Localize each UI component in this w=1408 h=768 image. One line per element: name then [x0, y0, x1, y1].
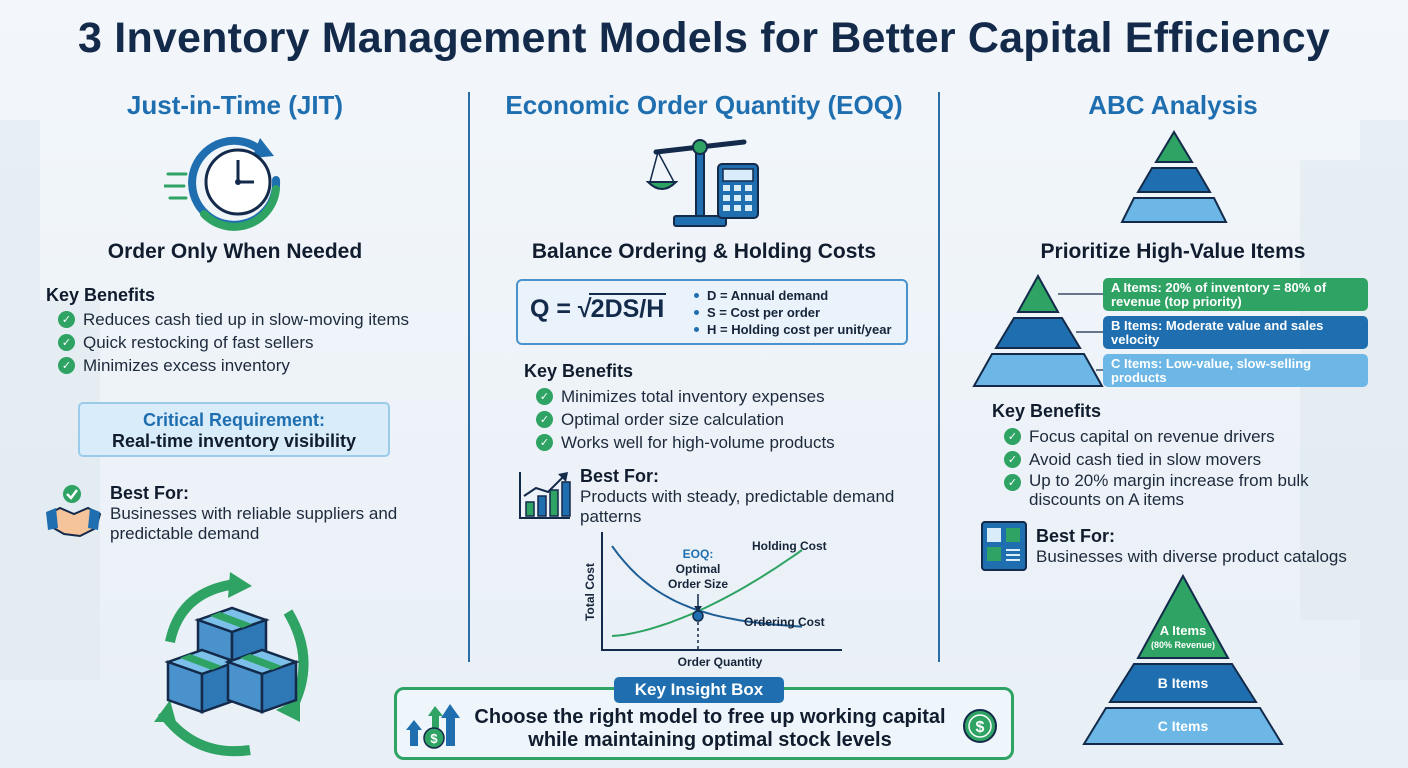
- eoq-key-benefits-title: Key Benefits: [524, 361, 634, 381]
- list-item: S = Cost per order: [694, 304, 892, 321]
- background-shelf-right: [1360, 120, 1408, 680]
- chart-axes: [601, 532, 842, 651]
- page-title: 3 Inventory Management Models for Better…: [78, 14, 1330, 62]
- ordering-cost-line: [611, 545, 803, 628]
- growth-arrows-icon: $: [406, 704, 460, 749]
- abc-best-for: Best For: Businesses with diverse produc…: [1036, 526, 1386, 567]
- x-axis-label: Order Quantity: [678, 655, 763, 669]
- best-for-text: Businesses with diverse product catalogs: [1036, 547, 1347, 566]
- abc-tier-pyramid: [972, 274, 1106, 387]
- eoq-annotation-line-2: Optimal: [676, 562, 721, 576]
- check-icon: ✓: [1004, 451, 1021, 468]
- requirement-value: Real-time inventory visibility: [111, 431, 357, 451]
- best-for-title: Best For:: [1036, 526, 1116, 546]
- list-item: ✓Avoid cash tied in slow movers: [1004, 448, 1364, 471]
- jit-benefits-list: ✓Reduces cash tied up in slow-moving ite…: [58, 308, 409, 377]
- list-item: D = Annual demand: [694, 287, 892, 304]
- tier-b-label: B Items: Moderate value and sales veloci…: [1103, 316, 1368, 349]
- best-for-title: Best For:: [580, 466, 660, 486]
- eoq-title: Economic Order Quantity (EOQ): [505, 90, 903, 120]
- check-icon: ✓: [536, 411, 553, 428]
- eoq-pointer-arrow: [694, 606, 702, 612]
- pyramid-a-sub: (80% Revenue): [1151, 640, 1215, 650]
- bullet-dot-icon: [694, 310, 699, 315]
- abc-benefits-list: ✓Focus capital on revenue drivers ✓Avoid…: [1004, 425, 1364, 511]
- catalog-icon: [981, 521, 1027, 571]
- list-item: ✓Minimizes excess inventory: [58, 354, 409, 377]
- check-icon: ✓: [536, 434, 553, 451]
- jit-subtitle: Order Only When Needed: [107, 240, 363, 263]
- list-item: ✓Reduces cash tied up in slow-moving ite…: [58, 308, 409, 331]
- dollar-coin-icon: $: [963, 709, 997, 743]
- check-icon: ✓: [1004, 428, 1021, 445]
- handshake-icon: [46, 485, 102, 538]
- check-icon: ✓: [58, 334, 75, 351]
- eoq-benefits-list: ✓Minimizes total inventory expenses ✓Opt…: [536, 385, 835, 454]
- svg-text:$: $: [976, 719, 985, 736]
- bullet-dot-icon: [694, 327, 699, 332]
- holding-cost-label: Holding Cost: [752, 539, 827, 553]
- bullet-dot-icon: [694, 293, 699, 298]
- jit-title: Just-in-Time (JIT): [126, 90, 344, 120]
- growth-chart-icon: [519, 472, 571, 519]
- scale-calculator-icon: [646, 139, 759, 227]
- pyramid-b-label: B Items: [1158, 675, 1209, 691]
- formula-definitions: D = Annual demand S = Cost per order H =…: [694, 287, 892, 338]
- eoq-formula: Q = √2DS/H: [530, 293, 667, 323]
- pyramid-tier-b: [1108, 663, 1258, 703]
- list-item: ✓Focus capital on revenue drivers: [1004, 425, 1364, 448]
- tier-a-shape: [1016, 274, 1060, 313]
- eoq-best-for: Best For: Products with steady, predicta…: [580, 466, 900, 527]
- svg-text:$: $: [430, 731, 438, 746]
- check-icon: ✓: [1004, 474, 1021, 491]
- tier-a-label: A Items: 20% of inventory = 80% of reven…: [1103, 278, 1368, 311]
- background-shelf-left: [0, 120, 40, 680]
- list-item: ✓Works well for high-volume products: [536, 431, 835, 454]
- jit-best-for: Best For: Businesses with reliable suppl…: [110, 483, 410, 544]
- check-icon: ✓: [536, 388, 553, 405]
- abc-title: ABC Analysis: [1088, 90, 1258, 120]
- check-icon: ✓: [58, 311, 75, 328]
- column-divider-1: [468, 92, 470, 662]
- pyramid-tier-a: [1136, 573, 1230, 659]
- pyramid-icon: [1120, 130, 1228, 223]
- list-item: ✓Quick restocking of fast sellers: [58, 331, 409, 354]
- ordering-cost-label: Ordering Cost: [744, 615, 825, 629]
- y-axis-label: Total Cost: [583, 563, 597, 621]
- abc-value-pyramid: A Items (80% Revenue) B Items C Items: [1082, 573, 1284, 745]
- key-insight-text: Choose the right model to free up workin…: [474, 706, 946, 751]
- abc-key-benefits-title: Key Benefits: [992, 401, 1102, 421]
- list-item: ✓Minimizes total inventory expenses: [536, 385, 835, 408]
- background-shelf-right-2: [1300, 160, 1360, 620]
- tier-b-shape: [994, 317, 1082, 349]
- eoq-annotation-line-3: Order Size: [668, 577, 728, 591]
- best-for-text: Products with steady, predictable demand…: [580, 487, 895, 526]
- eoq-formula-box: Q = √2DS/H D = Annual demand S = Cost pe…: [516, 279, 908, 345]
- abc-subtitle: Prioritize High-Value Items: [1040, 240, 1306, 263]
- check-icon: ✓: [58, 357, 75, 374]
- jit-key-benefits-title: Key Benefits: [46, 285, 156, 305]
- pyramid-a-label: A Items: [1160, 623, 1206, 638]
- key-insight-tag: Key Insight Box: [614, 677, 784, 703]
- list-item: ✓Up to 20% margin increase from bulk dis…: [1004, 471, 1364, 511]
- tier-c-label: C Items: Low-value, slow-selling product…: [1103, 354, 1368, 387]
- best-for-title: Best For:: [110, 483, 190, 503]
- pyramid-tier-c: [1082, 707, 1284, 745]
- eoq-cost-chart: EOQ: Optimal Order Size Holding Cost Ord…: [583, 532, 842, 669]
- pyramid-c-label: C Items: [1158, 718, 1209, 734]
- eoq-point: [692, 610, 704, 622]
- column-divider-2: [938, 92, 940, 662]
- list-item: ✓Optimal order size calculation: [536, 408, 835, 431]
- eoq-subtitle: Balance Ordering & Holding Costs: [531, 240, 877, 263]
- best-for-text: Businesses with reliable suppliers and p…: [110, 504, 398, 543]
- critical-requirement-box: Critical Requirement: Real-time inventor…: [78, 402, 390, 457]
- requirement-label: Critical Requirement:: [142, 410, 326, 430]
- holding-cost-line: [611, 549, 803, 637]
- list-item: H = Holding cost per unit/year: [694, 321, 892, 338]
- eoq-annotation-line-1: EOQ:: [683, 547, 714, 561]
- tier-c-shape: [972, 353, 1104, 387]
- clock-icon: [164, 136, 281, 231]
- boxes-cycle-icon: [154, 572, 309, 757]
